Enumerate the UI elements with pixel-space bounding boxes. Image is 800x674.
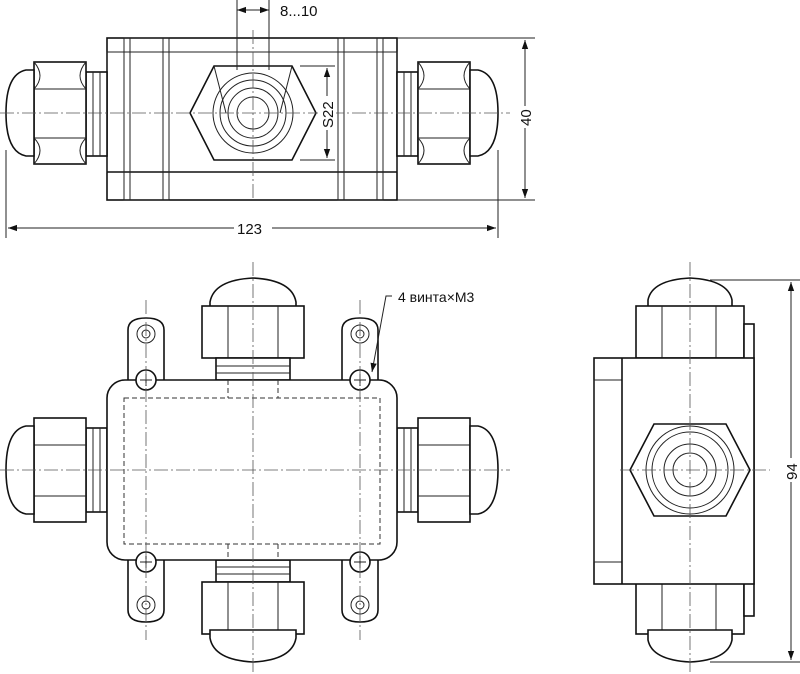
side-view <box>0 30 510 201</box>
dimension-height: 40 <box>397 37 535 201</box>
callout-screws: 4 винта×M3 <box>398 289 475 305</box>
dimension-width: 94 <box>710 279 800 663</box>
cable-gland-left <box>5 61 108 165</box>
plan-view: 4 винта×M3 <box>0 262 510 672</box>
dimension-length: 123 <box>5 150 499 238</box>
dimension-label-height: 40 <box>518 109 535 126</box>
dimension-label-width: 94 <box>784 463 800 480</box>
dimension-nut: S22 <box>300 65 337 161</box>
dimension-label-length: 123 <box>237 221 262 238</box>
end-view <box>593 262 770 672</box>
lid-outline-hidden <box>123 397 381 545</box>
dimension-gland-opening: 8...10 <box>236 0 318 70</box>
dimension-label-nut: S22 <box>320 101 337 128</box>
dimension-label-opening: 8...10 <box>280 3 318 20</box>
